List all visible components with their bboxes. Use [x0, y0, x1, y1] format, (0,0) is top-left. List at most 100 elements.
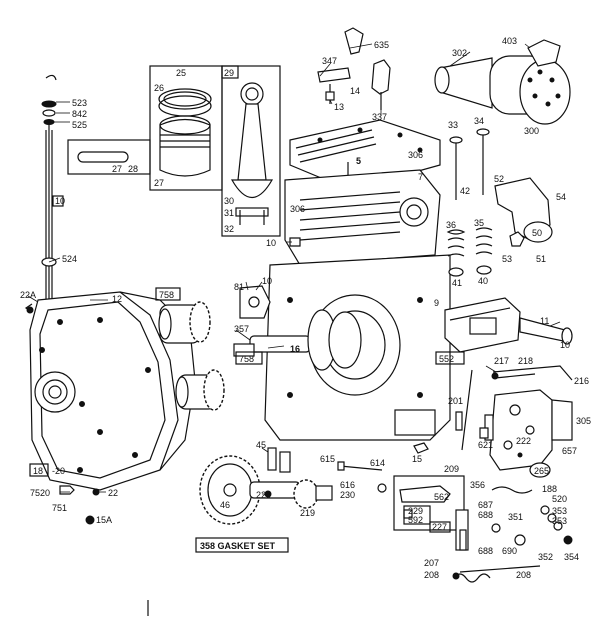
- muffler: [434, 39, 571, 125]
- label-12: 12: [112, 294, 122, 304]
- label-751: 751: [52, 503, 67, 513]
- label-222: 222: [516, 436, 531, 446]
- label-11: 11: [540, 316, 549, 326]
- label-552: 552: [439, 354, 454, 364]
- label-34: 34: [474, 116, 484, 126]
- label-15a: 15A: [96, 515, 112, 525]
- label-687: 687: [478, 500, 493, 510]
- label-10-breather: 10: [560, 340, 570, 350]
- label-13: 13: [334, 102, 344, 112]
- label-40: 40: [478, 276, 488, 286]
- box-18: [29, 463, 49, 477]
- label-208-right: 208: [516, 570, 531, 580]
- label-688-upper: 688: [478, 510, 493, 520]
- piston-group: [67, 65, 223, 191]
- label-208-left: 208: [424, 570, 439, 580]
- label-41: 41: [452, 278, 462, 288]
- label-216: 216: [574, 376, 589, 386]
- label-188: 188: [542, 484, 557, 494]
- label-26: 26: [154, 83, 164, 93]
- label-42: 42: [460, 186, 470, 196]
- label-18: 18: [33, 466, 43, 476]
- label-10-dipstick: 10: [55, 196, 65, 206]
- label-218: 218: [518, 356, 533, 366]
- label-265: 265: [534, 466, 549, 476]
- label-635: 635: [374, 40, 389, 50]
- connecting-rod: [221, 65, 281, 237]
- label-305: 305: [576, 416, 591, 426]
- label-217: 217: [494, 356, 509, 366]
- label-53: 53: [502, 254, 512, 264]
- dipstick-assembly: [41, 74, 64, 300]
- label-201: 201: [448, 396, 463, 406]
- label-25: 25: [176, 68, 186, 78]
- label-219: 219: [300, 508, 315, 518]
- box-227: [429, 521, 451, 533]
- label-9: 9: [434, 298, 439, 308]
- label-29: 29: [224, 68, 234, 78]
- label-22: 22: [108, 488, 118, 498]
- spark-plug-area: [317, 27, 391, 110]
- label-54: 54: [556, 192, 566, 202]
- label-758-upper: 758: [159, 290, 174, 300]
- label-14: 14: [350, 86, 360, 96]
- label-616: 616: [340, 480, 355, 490]
- box-229-592: [403, 505, 431, 525]
- label-209: 209: [444, 464, 459, 474]
- label-523: 523: [72, 98, 87, 108]
- label-351: 351: [508, 512, 523, 522]
- label-306-block: 306: [290, 204, 305, 214]
- label-45: 45: [256, 440, 266, 450]
- gasket-set-label: 358 GASKET SET: [200, 541, 276, 551]
- label-10-cam: 10: [262, 276, 272, 286]
- box-758a: [155, 287, 181, 301]
- control-bracket: [484, 389, 573, 478]
- label-36: 36: [446, 220, 456, 230]
- label-16: 16: [290, 344, 300, 354]
- cam-bracket: [239, 285, 271, 319]
- box-758b: [235, 351, 263, 365]
- label-690: 690: [502, 546, 517, 556]
- label-525: 525: [72, 120, 87, 130]
- label-357: 357: [234, 324, 249, 334]
- valves: [446, 128, 493, 277]
- label-32: 32: [224, 224, 234, 234]
- label-220: 220: [256, 490, 271, 500]
- label-353-lower: 353: [552, 516, 567, 526]
- label-52: 52: [494, 174, 504, 184]
- label-230: 230: [340, 490, 355, 500]
- label-229: 229: [408, 506, 423, 516]
- label-562: 562: [434, 492, 449, 502]
- label-46: 46: [220, 500, 230, 510]
- label-842: 842: [72, 109, 87, 119]
- camshaft-gear: [199, 447, 301, 525]
- label-614: 614: [370, 458, 385, 468]
- label-27a: 27: [112, 164, 122, 174]
- label-33: 33: [448, 120, 458, 130]
- throttle-parts: [452, 486, 573, 583]
- label-35: 35: [474, 218, 484, 228]
- gear-lower-758: [175, 369, 225, 411]
- label-352: 352: [538, 552, 553, 562]
- part-number-labels: 523 842 525 10 524 22A 12 18 -20 7520 75…: [20, 36, 591, 580]
- label-300: 300: [524, 126, 539, 136]
- box-552: [435, 351, 465, 365]
- label-615: 615: [320, 454, 335, 464]
- label-7: 7: [418, 172, 423, 182]
- label-302: 302: [452, 48, 467, 58]
- label-20: -20: [52, 466, 65, 476]
- label-353-upper: 353: [552, 506, 567, 516]
- label-boxes: [29, 65, 465, 616]
- label-621: 621: [478, 440, 493, 450]
- label-50: 50: [532, 228, 542, 238]
- gear-upper-758: [158, 301, 211, 344]
- label-81: 81: [234, 282, 244, 292]
- label-22a: 22A: [20, 290, 36, 300]
- label-403: 403: [502, 36, 517, 46]
- crankcase-cover: [24, 291, 196, 491]
- label-347: 347: [322, 56, 337, 66]
- label-28: 28: [128, 164, 138, 174]
- label-227: 227: [432, 522, 447, 532]
